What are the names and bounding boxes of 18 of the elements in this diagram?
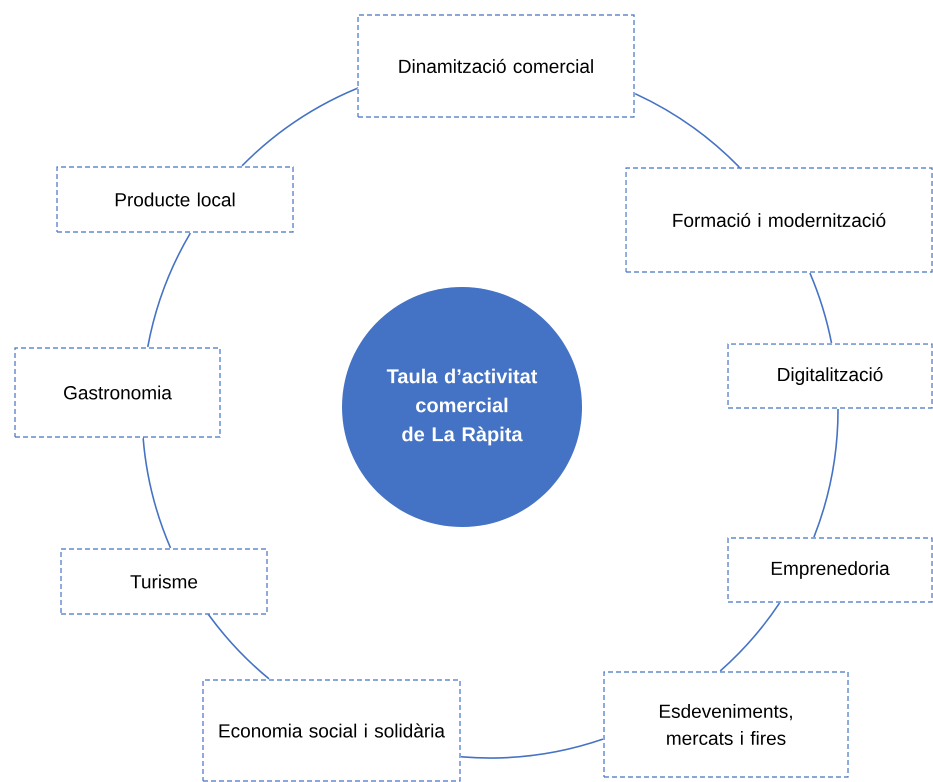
topic-box: Gastronomia bbox=[14, 347, 221, 438]
topic-box: Dinamització comercial bbox=[357, 14, 635, 118]
topic-box: Digitalització bbox=[727, 343, 933, 409]
topic-box: Emprenedoria bbox=[727, 537, 933, 603]
topic-box: Formació i modernització bbox=[625, 167, 933, 273]
topic-box: Esdeveniments, mercats i fires bbox=[603, 671, 849, 778]
connector-arc bbox=[146, 232, 192, 348]
connector-arc bbox=[634, 92, 740, 168]
topic-box: Economia social i solidària bbox=[202, 679, 461, 782]
topic-box: Producte local bbox=[56, 166, 294, 233]
connector-arc bbox=[813, 409, 839, 538]
connector-arc bbox=[809, 272, 832, 344]
connector-arc bbox=[142, 437, 172, 548]
connector-arc bbox=[241, 88, 358, 166]
connector-arc bbox=[208, 614, 270, 680]
connector-arc bbox=[719, 602, 780, 672]
topic-box: Turisme bbox=[60, 548, 268, 615]
connector-arc bbox=[460, 738, 604, 759]
